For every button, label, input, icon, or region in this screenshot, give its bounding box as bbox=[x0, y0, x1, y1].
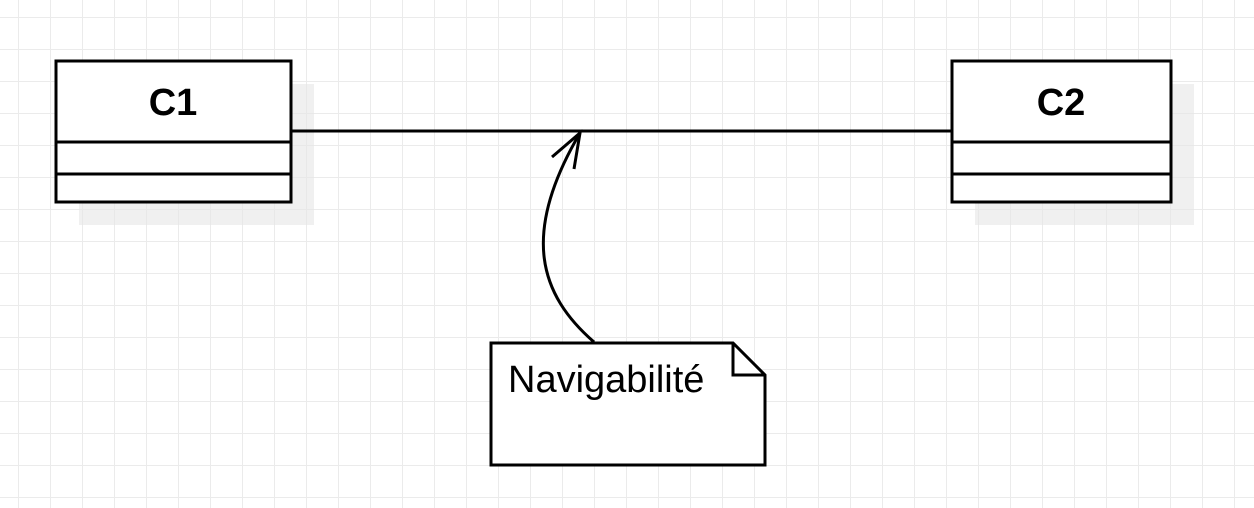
class-c1-box bbox=[54, 59, 293, 204]
note-text: Navigabilité bbox=[508, 359, 704, 401]
class-c1[interactable]: C1 bbox=[54, 59, 293, 204]
note-body bbox=[489, 341, 767, 467]
note-folded-corner bbox=[731, 343, 765, 377]
note-connector[interactable] bbox=[541, 132, 595, 344]
class-c1-name: C1 bbox=[149, 82, 198, 124]
class-c2-name: C2 bbox=[1037, 82, 1086, 124]
note[interactable]: Navigabilité bbox=[489, 341, 767, 467]
note-connector-arrowhead bbox=[551, 129, 583, 170]
class-c2-box bbox=[950, 59, 1173, 204]
class-c2[interactable]: C2 bbox=[950, 59, 1173, 204]
